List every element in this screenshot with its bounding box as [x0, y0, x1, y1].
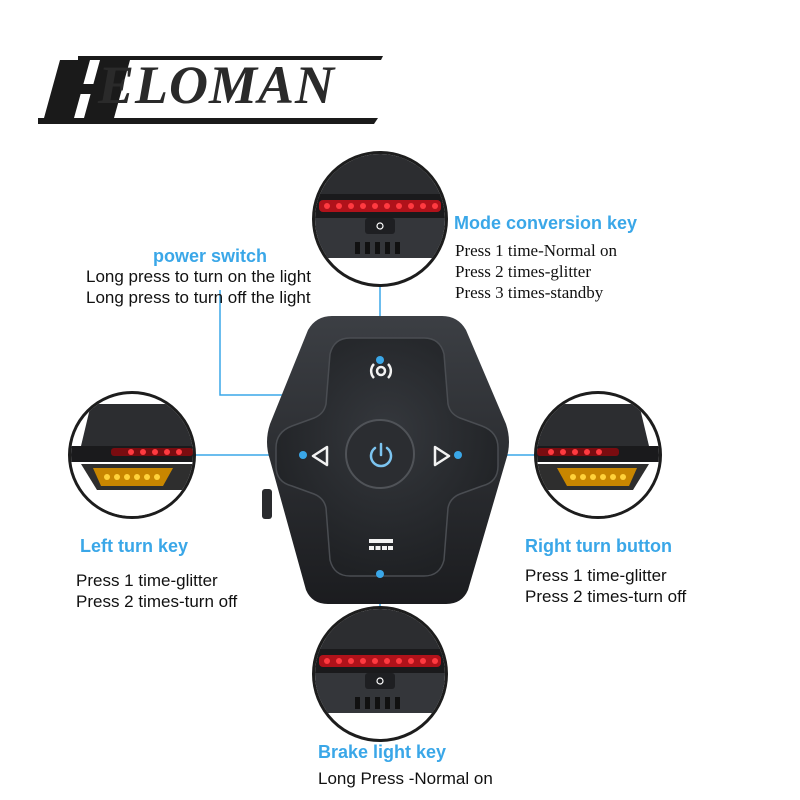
left-turn-line-1: Press 1 time-glitter [76, 571, 218, 590]
power-switch-line-1: Long press to turn on the light [86, 267, 311, 286]
mode-key-line-3: Press 3 times-standby [455, 283, 604, 302]
mode-key-desc: Press 1 time-Normal on Press 2 times-gli… [455, 240, 617, 303]
brake-light-line-1: Long Press -Normal on [318, 769, 493, 788]
power-switch-title: power switch [153, 246, 268, 266]
right-turn-desc: Press 1 time-glitter Press 2 times-turn … [525, 565, 686, 607]
logo-h-mark [38, 56, 383, 124]
brand-logo [38, 48, 383, 126]
left-turn-title: Left turn key [80, 536, 189, 556]
right-turn-line-2: Press 2 times-turn off [525, 587, 687, 606]
mode-key-line-2: Press 2 times-glitter [455, 262, 591, 281]
brake-light-title: Brake light key [318, 742, 447, 762]
brake-icon[interactable] [368, 538, 394, 552]
right-turn-line-1: Press 1 time-glitter [525, 566, 667, 585]
brand-wordmark: ELOMAN [98, 55, 336, 115]
mode-zoom-view [312, 151, 448, 287]
right-turn-zoom-view [534, 391, 662, 519]
power-switch-line-2: Long press to turn off the light [86, 288, 311, 307]
mode-icon[interactable] [368, 358, 394, 384]
left-turn-line-2: Press 2 times-turn off [76, 592, 238, 611]
right-arrow-icon[interactable] [432, 445, 452, 467]
brake-zoom-view [312, 606, 448, 742]
power-switch-desc: Long press to turn on the light Long pre… [86, 266, 311, 308]
mode-key-title: Mode conversion key [454, 213, 638, 233]
power-icon[interactable] [366, 440, 396, 470]
mode-key-line-1: Press 1 time-Normal on [455, 241, 617, 260]
brake-light-desc: Long Press -Normal on [318, 768, 493, 789]
right-turn-title: Right turn button [525, 536, 672, 556]
left-turn-desc: Press 1 time-glitter Press 2 times-turn … [76, 570, 237, 612]
left-turn-zoom-view [68, 391, 196, 519]
device-body [262, 314, 512, 606]
left-arrow-icon[interactable] [310, 445, 330, 467]
